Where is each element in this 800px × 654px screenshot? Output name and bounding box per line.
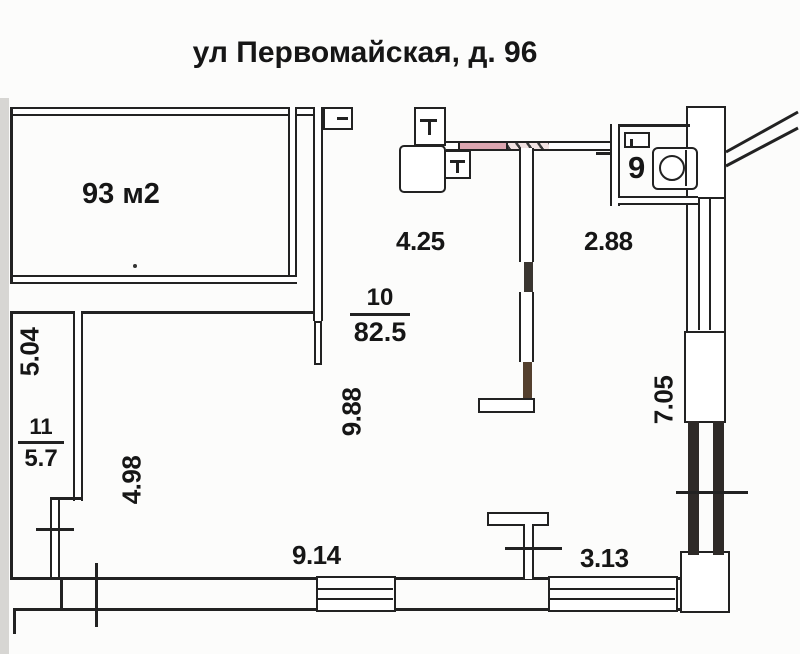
wall-break-lines <box>725 110 799 168</box>
wall-room9-top <box>610 124 690 127</box>
stove-icon <box>399 145 446 193</box>
room10-label: 10 82.5 <box>350 284 410 348</box>
wall-middle-foot <box>478 398 535 413</box>
wall-topleft-room-left <box>10 107 13 284</box>
total-area-label: 93 м2 <box>82 178 160 210</box>
wall-bottom-left-stub <box>13 608 16 634</box>
dim-left-lower: 4.98 <box>116 455 147 505</box>
duct-shaft-icon <box>414 107 446 146</box>
wall-bottom-tick <box>95 563 98 627</box>
room10-number: 10 <box>350 284 410 316</box>
wall-topleft-room-bottom <box>10 275 297 284</box>
wall-kitchen-left <box>313 107 323 321</box>
vent-shaft-icon <box>624 132 650 148</box>
wall-bottom-seg <box>60 577 63 611</box>
dim-bottom-main: 9.14 <box>292 540 341 570</box>
window-right <box>686 197 726 333</box>
wall-topleft-room-top <box>10 107 333 116</box>
wall-corner-pier <box>680 551 730 613</box>
room11-area: 5.7 <box>24 445 58 472</box>
wall-lower-rooms-top <box>12 311 313 314</box>
room10-area: 82.5 <box>353 317 407 347</box>
wall-room9-left <box>610 124 620 206</box>
scan-dot-artifact <box>133 264 137 268</box>
door-tick-room11 <box>36 528 74 531</box>
wall-middle-lower <box>519 292 534 362</box>
door-tick-room9 <box>596 152 612 155</box>
wall-room11-jog <box>50 497 83 500</box>
wall-topleft-room-right <box>288 107 297 284</box>
wall-right-opening <box>684 331 726 423</box>
wall-right-tick <box>676 491 748 494</box>
wall-right-solid-b <box>713 421 724 555</box>
dim-hall-width: 2.88 <box>584 226 633 256</box>
vent-bracket-icon <box>323 107 353 130</box>
wall-room11-right-lower <box>50 500 60 579</box>
wall-room9-bottom <box>618 196 698 205</box>
wall-middle-filled <box>524 262 533 292</box>
room11-label: 11 5.7 <box>18 414 64 473</box>
door-leaf <box>314 321 322 365</box>
riser-tick <box>505 547 562 550</box>
riser-top-bar <box>487 512 549 526</box>
page-title: ул Первомайская, д. 96 <box>192 36 538 69</box>
riser-stem <box>523 524 534 579</box>
dim-room-height: 9.88 <box>336 387 367 437</box>
toilet-icon <box>652 147 698 190</box>
wall-room11-right-upper <box>73 311 83 501</box>
wall-middle-upper <box>519 148 534 262</box>
scan-edge-strip <box>0 98 9 654</box>
dim-kitchen-width: 4.25 <box>396 226 445 256</box>
room11-number: 11 <box>18 414 64 444</box>
window-bottom-right <box>548 576 678 612</box>
wall-left-outer <box>10 311 13 579</box>
wall-right-solid-a <box>688 421 699 555</box>
dim-right-height: 7.05 <box>648 375 679 425</box>
window-bottom-left <box>316 576 396 612</box>
wall-hall-b <box>549 141 612 151</box>
vent-box-icon <box>444 150 471 179</box>
dim-bottom-right: 3.13 <box>580 543 629 573</box>
room9-number: 9 <box>628 150 646 185</box>
wall-middle-filled2 <box>523 362 532 400</box>
dim-left-upper: 5.04 <box>14 327 45 377</box>
